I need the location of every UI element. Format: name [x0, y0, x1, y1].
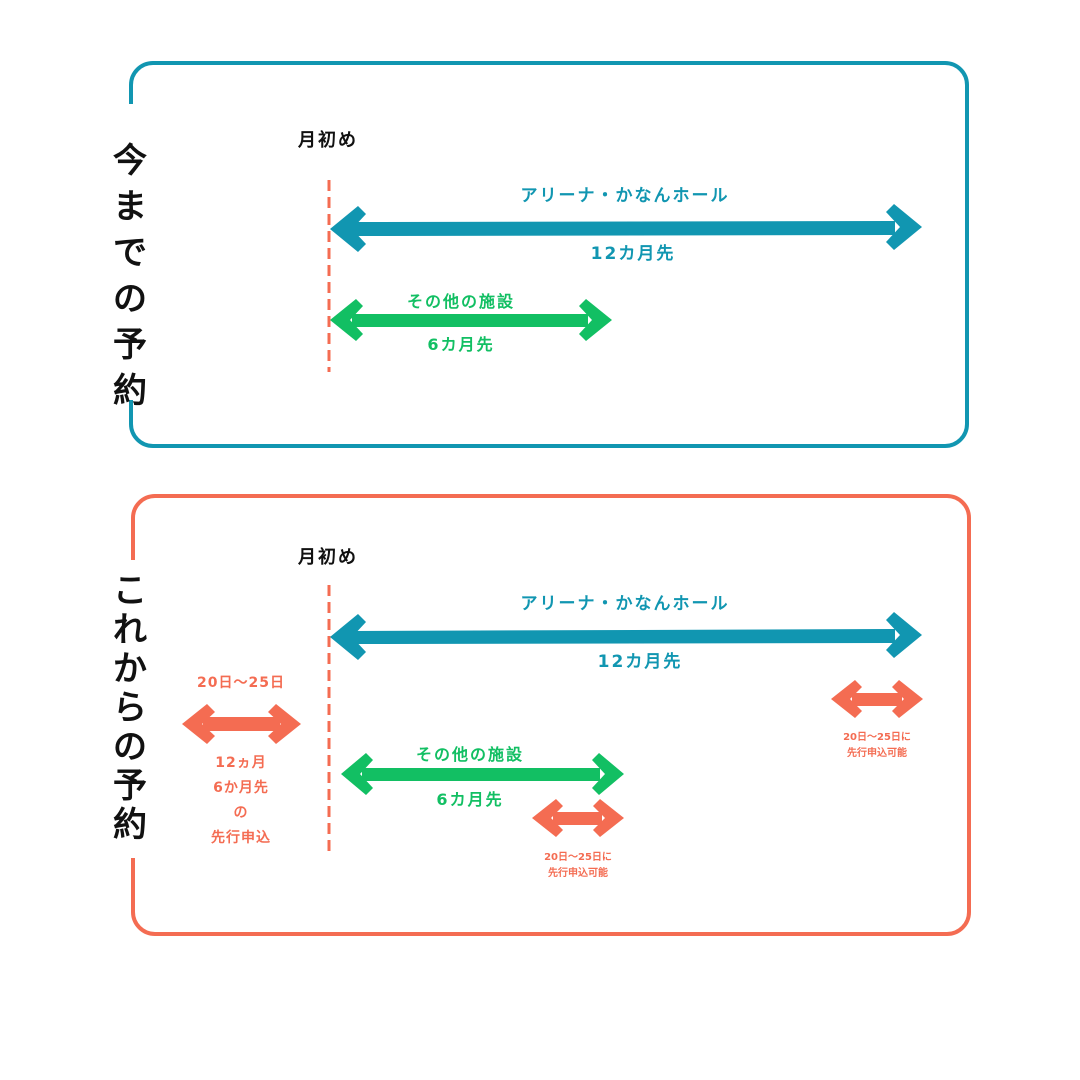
other-advance-note: 20日～25日に 先行申込可能 [544, 852, 612, 879]
other-facilities-range-arrow [330, 299, 612, 341]
advance-range-arrow [182, 704, 301, 744]
month-start-label: 月初め [298, 130, 358, 151]
other-facilities-label: その他の施設 [406, 292, 516, 311]
arena-range-arrow [330, 612, 922, 660]
advance-application-note: 12ヵ月 6か月先 の 先行申込 [211, 755, 271, 846]
other-advance-arrow [532, 799, 624, 837]
arena-label: アリーナ・かなんホール [520, 594, 730, 614]
arena-period-label: 12カ月先 [597, 652, 683, 672]
other-facilities-range-arrow [341, 753, 624, 795]
arena-advance-arrow [831, 680, 923, 718]
arena-label: アリーナ・かなんホール [520, 186, 730, 206]
current-title-gap [120, 104, 142, 400]
arena-advance-note: 20日～25日に 先行申込可能 [843, 732, 911, 759]
arena-period-label: 12カ月先 [590, 244, 676, 264]
current-booking-title: 今 ま で の 予 約 [113, 141, 147, 411]
future-title-gap [122, 560, 144, 858]
advance-date-range-label: 20日～25日 [197, 675, 285, 691]
future-booking-title: こ れ か ら の 予 約 [113, 571, 147, 845]
arena-range-arrow [330, 204, 922, 252]
other-facilities-label: その他の施設 [415, 745, 525, 764]
other-period-label: 6カ月先 [427, 335, 495, 354]
month-start-label: 月初め [298, 547, 358, 568]
other-period-label: 6カ月先 [436, 790, 504, 809]
